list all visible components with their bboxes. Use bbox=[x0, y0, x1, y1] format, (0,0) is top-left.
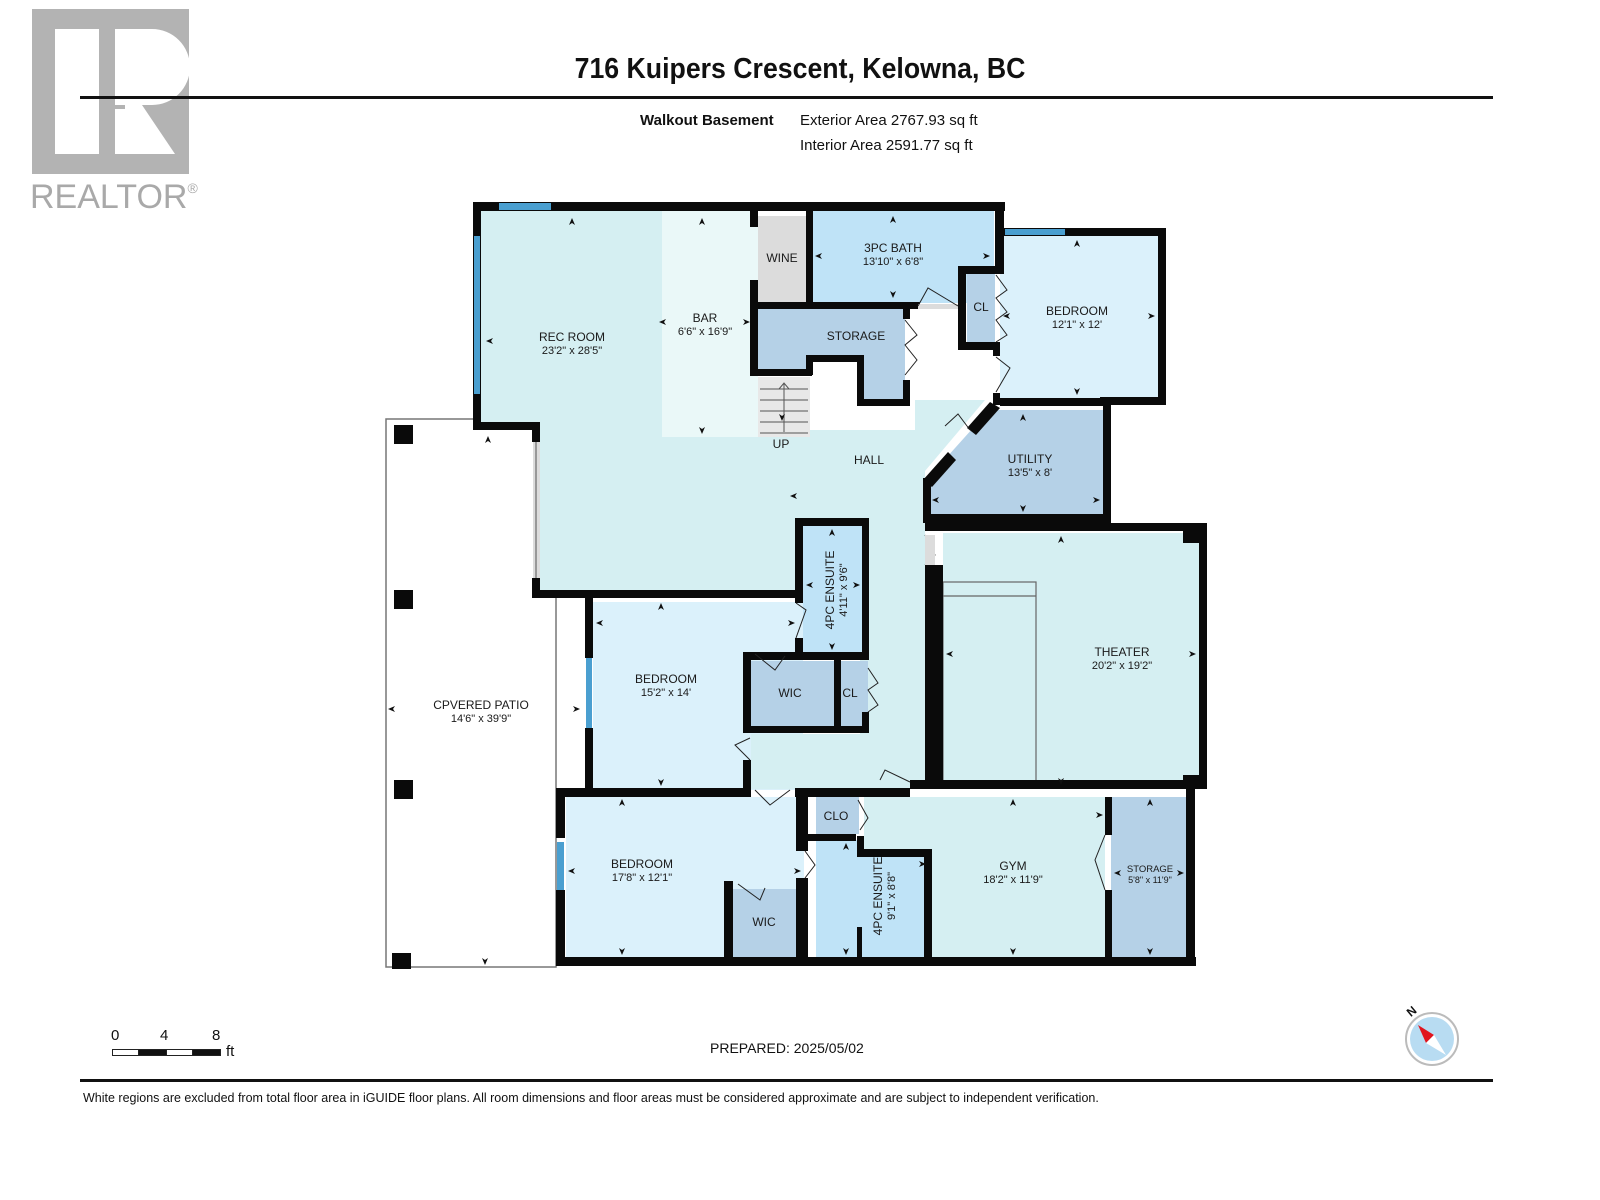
patio-sliding-door bbox=[533, 442, 540, 578]
ensuite-low-label: 4PC ENSUITE bbox=[871, 857, 885, 936]
column-post bbox=[394, 590, 413, 609]
ensuite-mid-label: 4PC ENSUITE bbox=[823, 551, 837, 630]
clo-label: CLO bbox=[824, 809, 849, 823]
bedroom-sw-dims: 17'8" x 12'1" bbox=[612, 872, 672, 884]
bedroom-mid-dims: 15'2" x 14' bbox=[641, 687, 691, 699]
storage-top-label: STORAGE bbox=[827, 329, 885, 343]
utility-label: UTILITY bbox=[1008, 452, 1053, 466]
footer-divider bbox=[80, 1079, 1493, 1082]
bar-dims: 6'6" x 16'9" bbox=[678, 326, 732, 338]
compass-north-icon: N bbox=[1396, 1003, 1460, 1067]
page-title: 716 Kuipers Crescent, Kelowna, BC bbox=[574, 53, 1026, 85]
cl-top-label: CL bbox=[973, 300, 989, 314]
bedroom-ne-dims: 12'1" x 12' bbox=[1052, 319, 1102, 331]
bedroom-ne-label: BEDROOM bbox=[1046, 304, 1108, 318]
realtor-wordmark: REALTOR® bbox=[30, 178, 198, 216]
dimension-arrows bbox=[388, 216, 1196, 965]
cl-mid-label: CL bbox=[842, 686, 858, 700]
bedroom-mid-label: BEDROOM bbox=[635, 672, 697, 686]
stairs-up-label: UP bbox=[773, 437, 790, 451]
storage-low-label: STORAGE bbox=[1127, 864, 1173, 875]
bath-3pc-dims: 13'10" x 6'8" bbox=[863, 256, 923, 268]
scale-segment bbox=[166, 1049, 193, 1056]
rec-room-dims: 23'2" x 28'5" bbox=[542, 345, 602, 357]
wic-mid-label: WIC bbox=[778, 686, 802, 700]
exterior-area: Exterior Area 2767.93 sq ft bbox=[800, 112, 978, 129]
theater-dims: 20'2" x 19'2" bbox=[1092, 660, 1152, 672]
scale-unit: ft bbox=[226, 1043, 235, 1060]
scale-tick-0: 0 bbox=[111, 1027, 120, 1044]
scale-tick-8: 8 bbox=[212, 1027, 221, 1044]
covered-patio-label: CPVERED PATIO bbox=[433, 698, 529, 712]
scale-tick-4: 4 bbox=[160, 1027, 169, 1044]
wic-sw-label: WIC bbox=[752, 915, 776, 929]
stairs-icon bbox=[760, 382, 808, 434]
covered-patio-dims: 14'6" x 39'9" bbox=[451, 713, 511, 725]
disclaimer-text: White regions are excluded from total fl… bbox=[83, 1091, 1099, 1105]
scale-segment bbox=[112, 1049, 139, 1056]
storage-low-dims: 5'8" x 11'9" bbox=[1128, 875, 1172, 885]
room-labels: REC ROOM 23'2" x 28'5" BAR 6'6" x 16'9" … bbox=[433, 241, 1173, 935]
bedroom-sw-label: BEDROOM bbox=[611, 857, 673, 871]
windows bbox=[474, 203, 1065, 890]
column-post bbox=[392, 953, 411, 969]
header-divider bbox=[80, 96, 1493, 99]
gym-dims: 18'2" x 11'9" bbox=[983, 874, 1043, 886]
area-summary: Exterior Area 2767.93 sq ft Interior Are… bbox=[800, 108, 978, 158]
covered-patio bbox=[385, 418, 557, 969]
door-swings bbox=[734, 274, 1106, 901]
interior-area: Interior Area 2591.77 sq ft bbox=[800, 137, 973, 154]
theater-label: THEATER bbox=[1094, 645, 1149, 659]
column-post bbox=[394, 425, 413, 444]
walls bbox=[473, 202, 1207, 966]
realtor-r-icon bbox=[32, 9, 190, 174]
wine-label: WINE bbox=[766, 251, 797, 265]
rec-room-label: REC ROOM bbox=[539, 330, 605, 344]
realtor-logo: REALTOR® bbox=[30, 8, 205, 216]
utility-dims: 13'5" x 8' bbox=[1008, 467, 1052, 479]
column-post bbox=[394, 780, 413, 799]
ensuite-mid-dims: 4'11" x 9'6" bbox=[838, 563, 850, 616]
scale-segment bbox=[192, 1049, 221, 1056]
room-fills bbox=[481, 211, 1200, 957]
bath-3pc-label: 3PC BATH bbox=[864, 241, 922, 255]
hall-label: HALL bbox=[854, 453, 884, 467]
prepared-date: PREPARED: 2025/05/02 bbox=[710, 1040, 864, 1056]
ensuite-low-dims: 9'1" x 8'8" bbox=[886, 872, 898, 920]
scale-bar: 0 4 8 ft bbox=[108, 1027, 248, 1067]
floor-name: Walkout Basement bbox=[640, 112, 774, 129]
gym-label: GYM bbox=[999, 859, 1026, 873]
scale-segment bbox=[138, 1049, 167, 1056]
bar-label: BAR bbox=[693, 311, 718, 325]
